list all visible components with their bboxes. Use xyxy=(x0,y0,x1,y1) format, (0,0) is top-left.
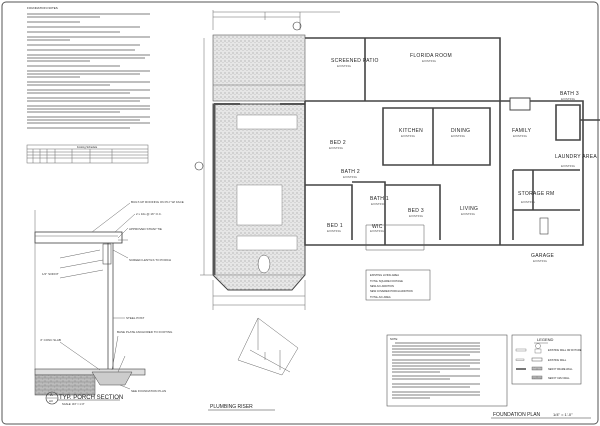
legend-item: NEW 8" FRAME WALL xyxy=(548,368,573,371)
label: LAUNDRY AREA xyxy=(555,154,597,160)
label: KITCHEN xyxy=(399,128,423,134)
label: 2 x 10s @ 16" O.C. xyxy=(136,212,162,216)
label: STEEL POST xyxy=(126,316,145,320)
label: TOTAL SQUARE FOOTAGE xyxy=(370,279,403,283)
label: FOUNDATION PLAN xyxy=(493,412,541,418)
label: BATH 2 xyxy=(341,169,360,175)
label: BASE PLATE ANCHORED TO FOOTING xyxy=(117,330,173,334)
label: DINING xyxy=(451,128,470,134)
porch-section-scale: SCALE: 3/4" = 1'-0" xyxy=(62,402,85,406)
label: BED 2 xyxy=(330,140,346,146)
label: NEW A/C ADDITION xyxy=(370,284,394,288)
label: NEW COVERED PORCH ADDITION xyxy=(370,289,413,293)
label: WIC xyxy=(372,224,383,230)
label: BUILT-UP ROOFING ON PLY W/ FACE xyxy=(131,200,184,204)
label: SEE FOUNDATION PLAN xyxy=(131,389,166,393)
porch-section-title: TYP. PORCH SECTION xyxy=(59,395,123,401)
label: EXISTING xyxy=(521,200,536,204)
label: EXISTING xyxy=(370,229,385,233)
label: GARAGE xyxy=(531,253,555,259)
label: EXISTING xyxy=(371,202,386,206)
plumbing-riser-title: PLUMBING RISER xyxy=(210,404,253,410)
label: EXISTING LIVING AREA xyxy=(370,273,399,277)
label: EXISTING xyxy=(451,134,466,138)
label: APPROVED STRAP TIE xyxy=(129,227,162,231)
label: FAMILY xyxy=(512,128,532,134)
area-summary-table: EXISTING LIVING AREA TOTAL SQUARE FOOTAG… xyxy=(365,269,431,301)
label: TOTAL A/C AREA xyxy=(370,295,391,299)
porch-section-detail: BUILT-UP ROOFING ON PLY W/ FACE 2 x 10s … xyxy=(34,200,184,406)
label: STORAGE RM xyxy=(518,191,555,197)
legend-item: EXISTING WALL OR FIXTURE xyxy=(548,349,582,352)
legend-item: NEW 8" CMU WALL xyxy=(548,377,570,380)
foundation-plan-title: FOUNDATION PLAN 1/4" = 1'-0" xyxy=(491,412,591,419)
label: A3 xyxy=(49,399,53,403)
label: EXISTING xyxy=(337,64,352,68)
label: EXISTING xyxy=(422,59,437,63)
addition-plan xyxy=(194,10,340,310)
label: EXISTING xyxy=(561,97,576,101)
notes-heading: FOUNDATION NOTES xyxy=(27,6,58,10)
label: BATH 1 xyxy=(370,196,389,202)
label: LIVING xyxy=(460,206,478,212)
general-notes-box: NOTE: xyxy=(386,334,508,407)
label: 4" CONC SLAB xyxy=(40,338,61,342)
legend: LEGEND EXISTING WALL OR FIXTURE EXISTING… xyxy=(511,334,582,385)
general-notes-heading: NOTE: xyxy=(390,337,398,341)
label: EXISTING xyxy=(461,212,476,216)
legend-title: LEGEND xyxy=(537,337,554,342)
label: EXISTING xyxy=(401,134,416,138)
plumbing-riser-diagram: PLUMBING RISER xyxy=(208,317,299,411)
foundation-notes: FOUNDATION NOTES xyxy=(27,6,150,129)
room-storage-rm: STORAGE RM EXISTING xyxy=(518,191,555,204)
room-laundry-area: LAUNDRY AREA EXISTING xyxy=(555,154,597,168)
label: EXISTING xyxy=(561,164,576,168)
existing-house-plan xyxy=(304,37,600,251)
label: BED 3 xyxy=(408,208,424,214)
label: EXISTING xyxy=(513,134,528,138)
label: EXISTING xyxy=(533,259,548,263)
label: EXISTING xyxy=(409,214,424,218)
label: BED 1 xyxy=(327,223,343,229)
label: EXISTING xyxy=(329,146,344,150)
label: EXISTING xyxy=(343,175,358,179)
label: 1/2" SOFFIT xyxy=(42,272,59,276)
label: 1/4" = 1'-0" xyxy=(553,412,573,417)
footing-schedule-title: Footing Schedule xyxy=(77,145,98,149)
section-marker: A xyxy=(50,392,53,397)
footing-schedule-table: Footing Schedule xyxy=(26,144,149,164)
label: SCREEN LENTILS TO PORCH xyxy=(129,258,171,262)
label: EXISTING xyxy=(327,229,342,233)
label: SCREENED PATIO xyxy=(331,58,379,64)
label: FLORIDA ROOM xyxy=(410,53,452,59)
legend-item: EXISTING WALL xyxy=(548,359,567,362)
label: BATH 3 xyxy=(560,91,579,97)
